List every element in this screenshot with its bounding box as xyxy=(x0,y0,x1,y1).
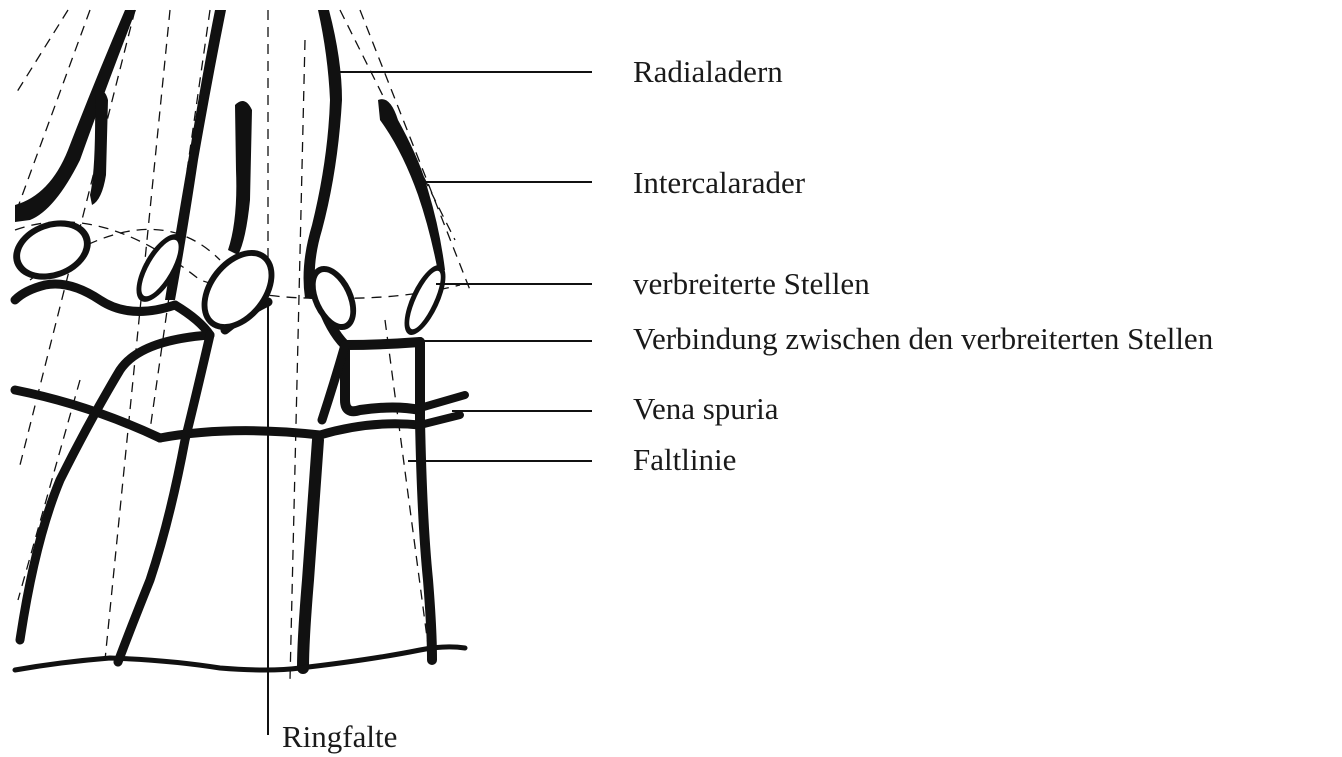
label-vena-spuria: Vena spuria xyxy=(633,391,779,426)
intercalary-vein-right xyxy=(378,99,445,272)
widened-spots xyxy=(5,210,454,344)
label-intercalarader: Intercalarader xyxy=(633,165,806,200)
radial-vein-center xyxy=(304,10,342,300)
label-verbreiterte-stellen: verbreiterte Stellen xyxy=(633,266,870,301)
label-faltlinie: Faltlinie xyxy=(633,442,736,477)
label-radialadern: Radialadern xyxy=(633,54,783,89)
label-verbindung: Verbindung zwischen den verbreiterten St… xyxy=(633,321,1214,356)
intercalary-vein-middle xyxy=(228,101,252,255)
radial-vein-left xyxy=(15,10,136,222)
label-ringfalte: Ringfalte xyxy=(282,719,397,754)
